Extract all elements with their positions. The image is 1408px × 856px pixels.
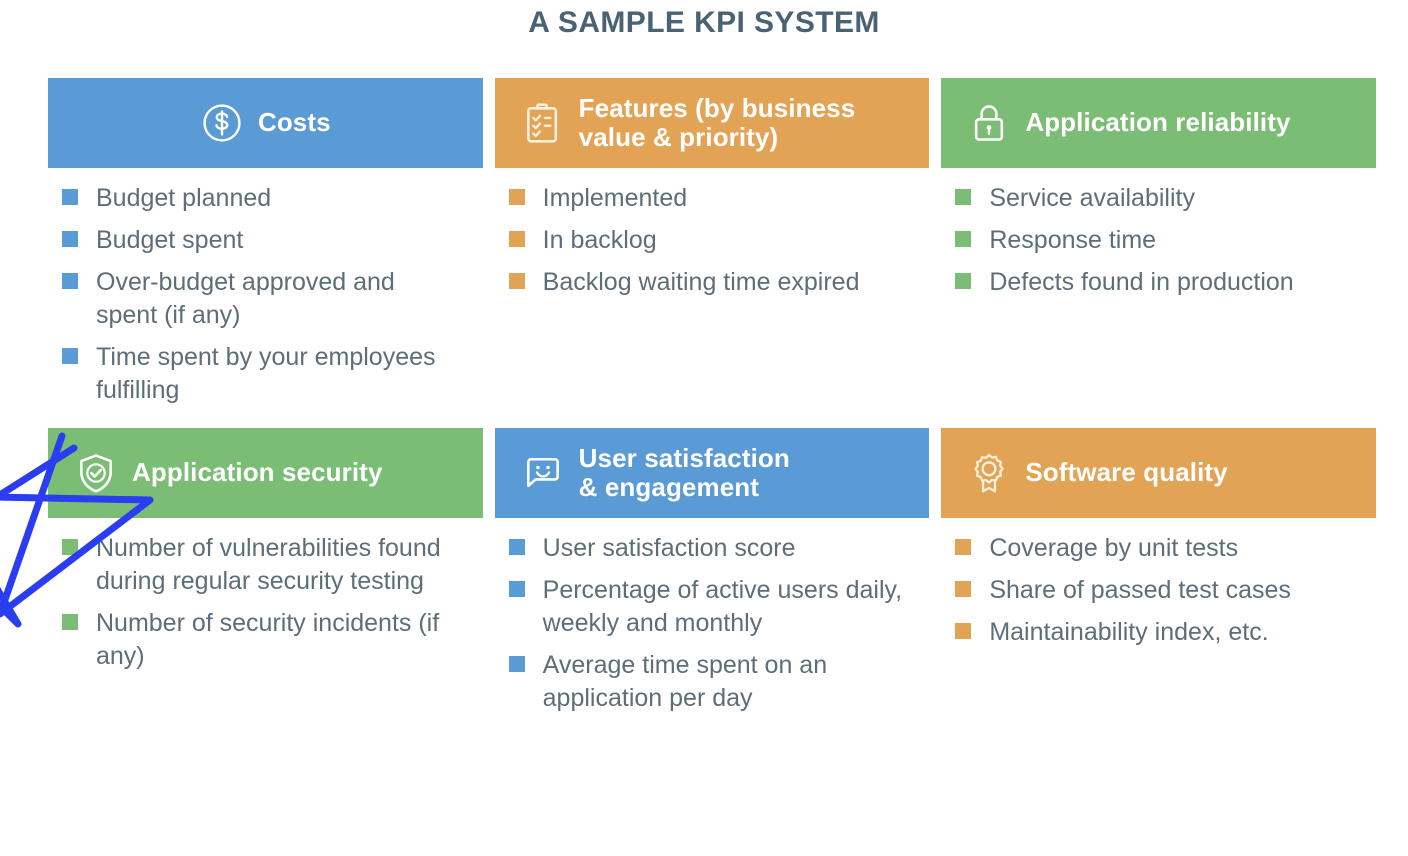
card-title-features: Features (by business value & priority) [578,92,856,152]
bullet-square-icon [955,623,972,639]
kpi-list-item: Service availability [955,182,1376,215]
kpi-list-application-security: Number of vulnerabilities found during r… [48,518,483,673]
bullet-square-icon [955,231,972,247]
kpi-list-item: Maintainability index, etc. [955,616,1376,649]
kpi-list-item: Coverage by unit tests [955,532,1376,565]
bullet-square-icon [508,539,525,555]
kpi-item-label: Share of passed test cases [989,576,1291,604]
kpi-item-label: Average time spent on an application per… [542,651,828,712]
bullet-square-icon [508,273,525,289]
bullet-square-icon [62,539,78,555]
clipboard-checklist-icon [521,101,565,145]
kpi-item-label: Budget planned [96,184,272,212]
card-header-features: Features (by business value & priority) [494,78,930,168]
kpi-list-item: Number of vulnerabilities found during r… [62,532,483,598]
card-header-application-security: Application security [48,428,483,518]
bullet-square-icon [508,189,525,205]
kpi-item-label: Defects found in production [989,268,1294,296]
kpi-list-item: Defects found in production [955,266,1376,299]
kpi-item-label: Time spent by your employees fulfilling [96,343,436,404]
kpi-list-item: In backlog [508,224,930,257]
card-title-costs: Costs [257,107,331,138]
dollar-circle-icon [200,101,244,145]
kpi-item-label: Over-budget approved and spent (if any) [96,268,395,329]
card-title-application-security: Application security [132,457,383,488]
kpi-item-label: Percentage of active users daily, weekly… [542,576,903,637]
card-header-user-satisfaction: User satisfaction & engagement [494,428,930,518]
kpi-list-item: Budget planned [62,182,483,215]
card-header-costs: Costs [48,78,483,168]
kpi-item-label: Budget spent [96,226,244,254]
bullet-square-icon [955,189,972,205]
kpi-list-item: Share of passed test cases [955,574,1376,607]
kpi-item-label: Implemented [542,184,688,212]
bullet-square-icon [508,231,525,247]
kpi-item-label: Service availability [989,184,1195,212]
padlock-icon [967,101,1011,145]
page-title: A SAMPLE KPI SYSTEM [528,6,880,39]
kpi-list-item: Response time [955,224,1376,257]
card-title-application-reliability: Application reliability [1025,107,1291,138]
bullet-square-icon [62,614,78,630]
kpi-list-item: Percentage of active users daily, weekly… [508,574,930,640]
card-title-software-quality: Software quality [1025,457,1228,488]
bullet-square-icon [62,231,78,247]
kpi-item-label: Coverage by unit tests [989,534,1239,562]
card-header-software-quality: Software quality [941,428,1376,518]
kpi-list-item: Average time spent on an application per… [508,649,930,715]
kpi-item-label: Number of security incidents (if any) [96,609,440,670]
bullet-square-icon [62,273,78,289]
kpi-item-label: Maintainability index, etc. [989,618,1269,646]
bullet-square-icon [955,273,972,289]
kpi-list-item: Number of security incidents (if any) [62,607,483,673]
kpi-item-label: Backlog waiting time expired [542,268,860,296]
bullet-square-icon [62,348,78,364]
kpi-list-item: Over-budget approved and spent (if any) [62,266,483,332]
kpi-item-label: Response time [989,226,1157,254]
kpi-item-label: Number of vulnerabilities found during r… [96,534,441,595]
shield-check-icon [74,451,118,495]
bullet-square-icon [508,581,525,597]
kpi-item-label: In backlog [542,226,657,254]
card-header-application-reliability: Application reliability [941,78,1376,168]
card-title-user-satisfaction: User satisfaction & engagement [578,442,790,502]
kpi-list-item: Backlog waiting time expired [508,266,930,299]
kpi-list-item: Budget spent [62,224,483,257]
kpi-item-label: User satisfaction score [542,534,796,562]
kpi-list-item: User satisfaction score [508,532,930,565]
kpi-list-item: Implemented [508,182,930,215]
kpi-list-item: Time spent by your employees fulfilling [62,341,483,407]
award-ribbon-icon [967,451,1011,495]
smiley-speech-bubble-icon [521,451,565,495]
bullet-square-icon [955,539,972,555]
kpi-card-features: Features (by business value & priority) I… [494,78,930,416]
bullet-square-icon [955,581,972,597]
bullet-square-icon [508,656,525,672]
bullet-square-icon [62,189,78,205]
